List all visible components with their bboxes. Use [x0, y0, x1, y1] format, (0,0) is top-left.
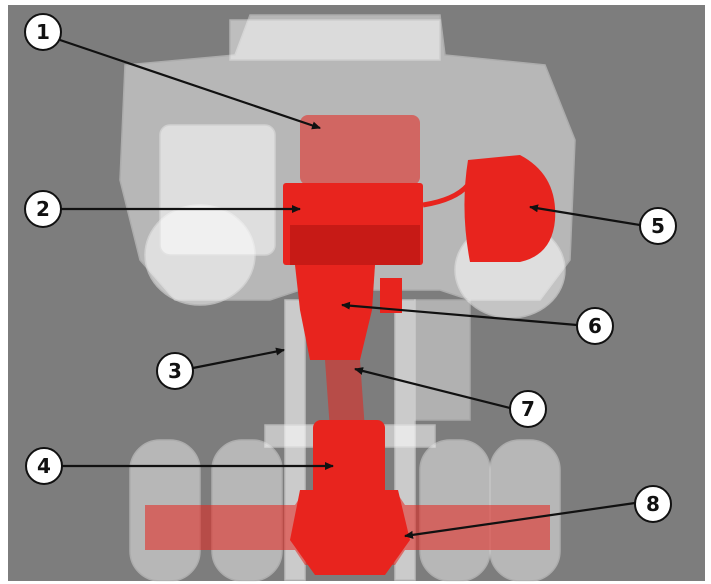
- callout-6: 6: [576, 307, 614, 345]
- roof-structure: [229, 19, 441, 61]
- callout-2: 2: [24, 190, 62, 228]
- callout-number-8: 8: [646, 492, 660, 516]
- callout-5: 5: [639, 207, 677, 245]
- component-pump: [380, 278, 402, 313]
- component-generator: [464, 155, 556, 262]
- callout-arrow-6: [341, 301, 578, 327]
- callout-arrows: [59, 38, 641, 539]
- callout-arrow-3: [192, 347, 285, 370]
- callout-number-5: 5: [651, 214, 665, 238]
- component-transmission: [295, 265, 375, 360]
- callout-number-4: 4: [37, 454, 51, 478]
- cooler-box: [159, 124, 276, 256]
- component-radiator: [300, 115, 420, 185]
- callout-number-2: 2: [36, 197, 50, 221]
- callout-number-1: 1: [36, 20, 50, 44]
- callout-arrow-8: [404, 501, 636, 539]
- callout-number-6: 6: [588, 314, 602, 338]
- callout-4: 4: [25, 447, 63, 485]
- callout-arrow-1: [59, 38, 321, 130]
- highlighted-components: [145, 115, 556, 575]
- component-engine-lower: [290, 225, 420, 265]
- callout-7: 7: [509, 390, 547, 428]
- callout-3: 3: [156, 352, 194, 390]
- side-panel-right: [414, 299, 471, 421]
- callout-arrow-5: [529, 204, 641, 227]
- callout-number-7: 7: [521, 397, 535, 421]
- callout-number-3: 3: [168, 359, 182, 383]
- component-driveshaft: [325, 360, 365, 430]
- callout-8: 8: [634, 485, 672, 523]
- callouts: 1 2 3 4 5 6 7 8: [24, 13, 677, 523]
- component-differential: [290, 490, 410, 575]
- callout-1: 1: [24, 13, 62, 51]
- generator-hose: [422, 183, 470, 208]
- component-rear-motor: [313, 420, 385, 500]
- callout-arrow-7: [354, 367, 511, 410]
